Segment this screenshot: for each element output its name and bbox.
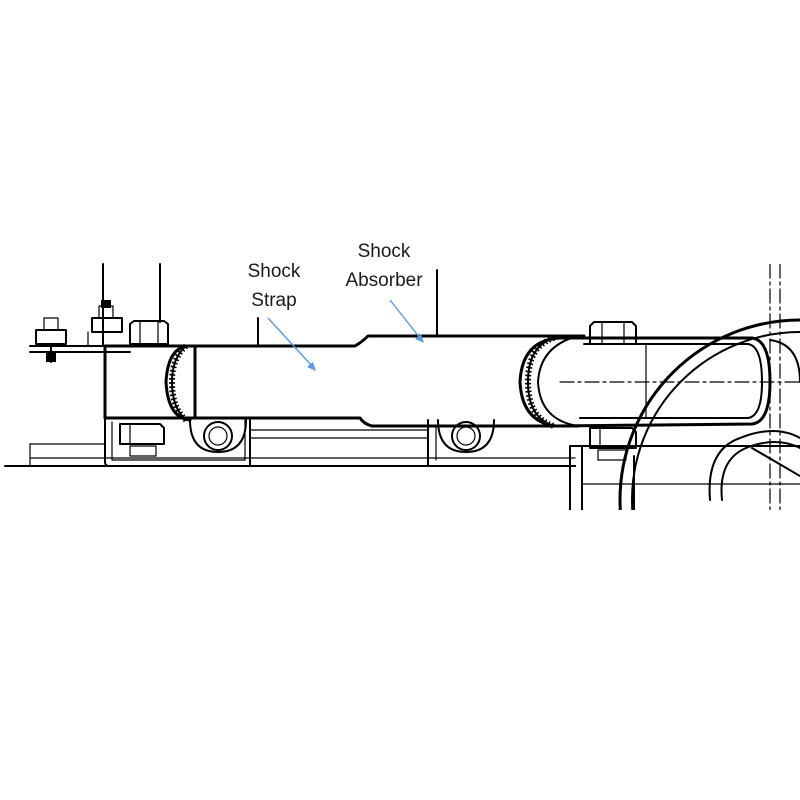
collar-left: [164, 343, 192, 423]
collar-right: [518, 335, 579, 429]
label-shock-strap-line1: Shock: [248, 261, 301, 282]
base-plate: [4, 443, 576, 467]
rod-end: [554, 336, 800, 428]
pulley-wheel: [569, 264, 800, 510]
terminal-studs: [29, 300, 131, 363]
leader-shock-strap: [267, 317, 316, 371]
leader-shock-absorber: [389, 299, 424, 343]
hex-nut-top-right: [589, 321, 637, 345]
label-shock-absorber-line1: Shock: [358, 241, 411, 262]
hex-nut-bottom-left: [119, 423, 165, 457]
mounting-pad-left: [189, 419, 247, 453]
label-shock-absorber-line2: Absorber: [345, 270, 423, 291]
hex-nut-top-left: [129, 320, 169, 345]
shock-strap: [106, 269, 586, 428]
label-shock-strap-line2: Strap: [251, 290, 296, 311]
